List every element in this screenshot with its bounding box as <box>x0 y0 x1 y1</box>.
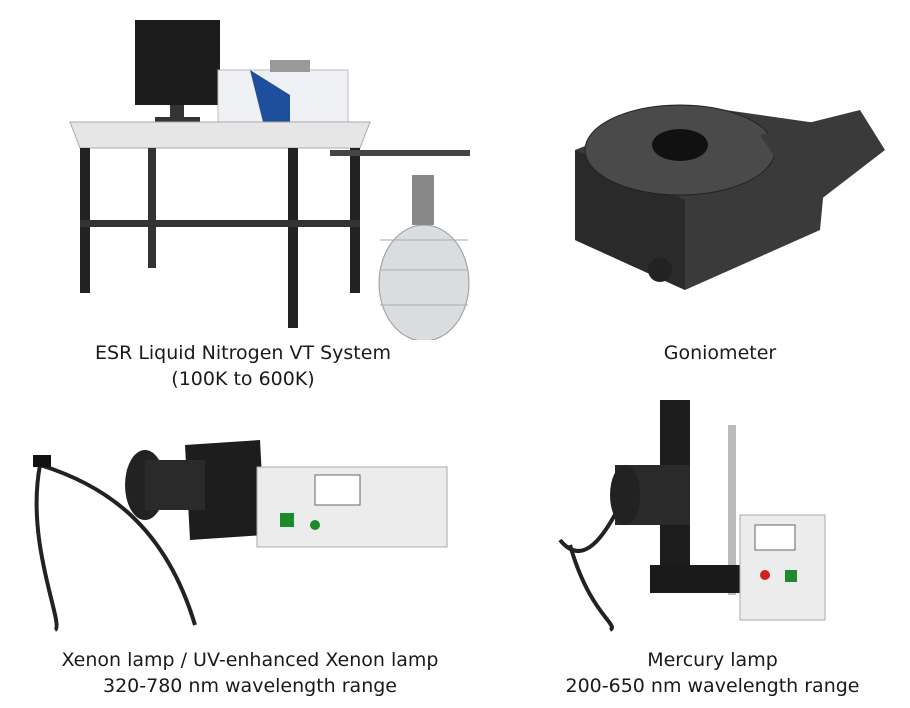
esr-vt-system-photo-icon <box>69 20 470 340</box>
goniometer-photo-icon <box>575 104 885 290</box>
caption-line: Mercury lamp <box>647 649 778 671</box>
caption-line: 200-650 nm wavelength range <box>565 675 860 697</box>
caption-line: Goniometer <box>663 342 777 364</box>
figure-caption-mercury: Mercury lamp 200-650 nm wavelength range <box>540 647 885 699</box>
caption-line: Xenon lamp / UV-enhanced Xenon lamp <box>61 649 439 671</box>
caption-line: (100K to 600K) <box>171 368 315 390</box>
caption-line: ESR Liquid Nitrogen VT System <box>95 342 391 364</box>
xenon-lamp-photo-icon <box>33 440 448 632</box>
caption-line: 320-780 nm wavelength range <box>103 675 397 697</box>
figure-caption-xenon: Xenon lamp / UV-enhanced Xenon lamp 320-… <box>25 647 475 699</box>
figure-caption-goniometer: Goniometer <box>570 340 870 366</box>
mercury-lamp-photo-icon <box>558 400 826 632</box>
figure-caption-esr: ESR Liquid Nitrogen VT System (100K to 6… <box>43 340 443 392</box>
